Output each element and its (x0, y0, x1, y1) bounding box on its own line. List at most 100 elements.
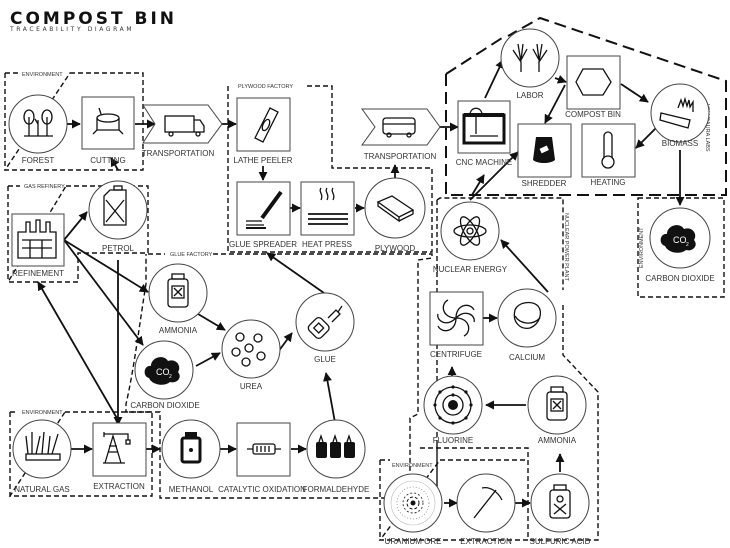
svg-text:CO: CO (673, 235, 687, 245)
flow-arrows (37, 59, 685, 508)
node-label: REFINEMENT (12, 269, 64, 278)
node-catalytic-oxidation[interactable]: CATALYTIC OXIDATION (218, 422, 306, 494)
node-label: HEAT PRESS (302, 240, 352, 249)
node-natural-gas[interactable]: NATURAL GAS (12, 419, 72, 494)
plywood-board-icon (376, 195, 415, 223)
node-label: COMPOST BIN (565, 110, 621, 119)
node-label: AMMONIA (538, 436, 577, 445)
node-label: PLYWOOD (375, 244, 416, 253)
catalytic-converter-icon (247, 443, 281, 455)
node-biomass[interactable]: BIOMASS (650, 83, 710, 148)
group-environment-co2: ENVIRONMENT (637, 197, 725, 298)
shredder-bag-icon (533, 137, 555, 163)
page-title: COMPOST BIN (10, 9, 177, 29)
node-glue-spreader[interactable]: GLUE SPREADER (229, 181, 297, 249)
node-label: CENTRIFUGE (430, 350, 482, 359)
trees-icon (23, 109, 53, 137)
node-ammonia-glue[interactable]: AMMONIA (148, 263, 208, 335)
node-petrol[interactable]: PETROL (88, 180, 148, 253)
node-calcium[interactable]: CALCIUM (497, 288, 557, 362)
node-transportation-2[interactable]: TRANSPORTATION (361, 108, 441, 161)
node-label: GLUE (314, 355, 336, 364)
node-plywood[interactable]: PLYWOOD (364, 177, 426, 253)
node-label: UREA (240, 382, 263, 391)
node-shredder[interactable]: SHREDDER (517, 123, 572, 188)
oil-derrick-icon (103, 432, 131, 464)
node-refinement[interactable]: REFINEMENT (11, 213, 65, 278)
node-urea[interactable]: UREA (221, 319, 281, 391)
node-compost-bin[interactable]: COMPOST BIN (565, 55, 621, 119)
node-label: FLUORINE (433, 436, 473, 445)
node-ammonia-nuclear[interactable]: AMMONIA (527, 375, 587, 445)
chemical-bottle-icon (546, 386, 568, 421)
node-label: NUCLEAR ENERGY (433, 265, 508, 274)
van-icon (382, 117, 416, 138)
node-extraction-gas[interactable]: EXTRACTION (92, 422, 147, 491)
node-label: FORMALDEHYDE (303, 485, 370, 494)
group-nuclear-power-plant: NUCLEAR POWER PLANT (436, 197, 599, 541)
node-label: SULFURIC ACID (530, 537, 591, 546)
group-label: ENVIRONMENT (22, 72, 63, 78)
heat-press-icon (308, 187, 348, 225)
group-plywood-factory: PLYWOOD FACTORY (227, 84, 433, 253)
group-glue-factory: GLUE FACTORY (125, 252, 433, 499)
jerry-can-icon (103, 185, 127, 226)
node-labor[interactable]: LABOR (500, 28, 560, 100)
grass-soil-icon (25, 431, 61, 461)
node-label: CUTTING (90, 156, 126, 165)
node-transportation-1[interactable]: TRANSPORTATION (142, 104, 223, 158)
node-label: CATALYTIC OXIDATION (218, 485, 306, 494)
node-formaldehyde[interactable]: FORMALDEHYDE (303, 419, 370, 494)
node-lathe-peeler[interactable]: LATHE PEELER (234, 97, 293, 165)
node-cnc-machine[interactable]: CNC MACHINE (456, 100, 512, 167)
svg-text:2: 2 (169, 374, 172, 380)
wood-veneer-icon (254, 107, 279, 143)
glue-bottle-icon (307, 305, 343, 340)
group-valldaura-labs: VALLDAURA LABS (445, 16, 727, 196)
node-methanol[interactable]: METHANOL (161, 419, 221, 494)
pickaxe-icon (473, 486, 503, 519)
node-nuclear-energy[interactable]: NUCLEAR ENERGY (433, 201, 508, 274)
node-label: NATURAL GAS (14, 485, 70, 494)
group-label: VALLDAURA LABS (704, 104, 710, 152)
node-glue[interactable]: GLUE (295, 292, 355, 364)
node-label: EXTRACTION (93, 482, 145, 491)
node-label: HEATING (591, 178, 626, 187)
node-label: TRANSPORTATION (364, 152, 437, 161)
node-label: FOREST (22, 156, 55, 165)
node-label: PETROL (102, 244, 135, 253)
node-forest[interactable]: FOREST (8, 94, 68, 165)
node-label: METHANOL (169, 485, 214, 494)
calcium-rock-icon (513, 301, 541, 329)
node-label: CARBON DIOXIDE (645, 274, 714, 283)
group-label: ENVIRONMENT (392, 463, 433, 469)
node-heat-press[interactable]: HEAT PRESS (300, 181, 355, 249)
co2-cloud-icon: CO 2 (660, 225, 696, 253)
open-hands-icon (512, 43, 548, 72)
node-fluorine[interactable]: FLUORINE (423, 375, 483, 445)
node-label: CNC MACHINE (456, 158, 512, 167)
node-label: LATHE PEELER (234, 156, 293, 165)
group-label: NUCLEAR POWER PLANT (563, 213, 569, 281)
node-sulfuric-acid[interactable]: SULFURIC ACID (530, 473, 591, 546)
group-label: GAS REFINERY (24, 184, 65, 190)
node-label: CALCIUM (509, 353, 545, 362)
co2-cloud-icon: CO 2 (144, 357, 180, 385)
node-extraction-uranium[interactable]: EXTRACTION (456, 473, 516, 546)
group-label: ENVIRONMENT (639, 227, 645, 268)
chemical-jars-icon (316, 433, 355, 458)
node-label: AMMONIA (159, 326, 198, 335)
atom-icon (453, 216, 487, 246)
node-cutting[interactable]: CUTTING (81, 96, 135, 165)
node-carbon-dioxide-environment[interactable]: CO 2 CARBON DIOXIDE (645, 207, 715, 283)
node-centrifuge[interactable]: CENTRIFUGE (429, 291, 484, 359)
node-label: GLUE SPREADER (229, 240, 297, 249)
node-uranium-ore[interactable]: URANIUM ORE (383, 473, 443, 546)
fluorine-atom-icon (433, 385, 473, 425)
node-carbon-dioxide-glue[interactable]: CO 2 CARBON DIOXIDE (130, 340, 200, 410)
page-subtitle: TRACEABILITY DIAGRAM (9, 26, 134, 33)
node-heating[interactable]: HEATING (581, 123, 636, 187)
node-label: SHREDDER (522, 179, 567, 188)
uranium-ore-icon (390, 480, 436, 526)
svg-text:CO: CO (156, 367, 170, 377)
